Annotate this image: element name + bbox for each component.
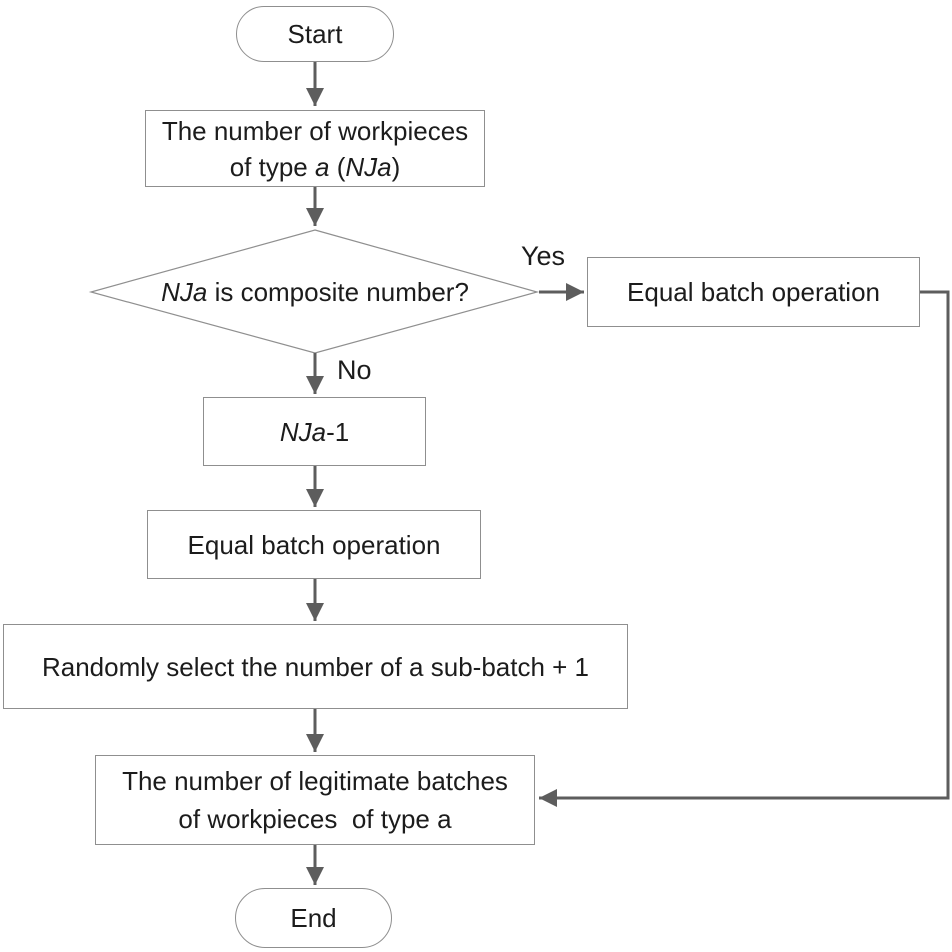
node-end-label: End (290, 903, 337, 933)
node-start: Start (236, 6, 394, 62)
node-random-select: Randomly select the number of a sub-batc… (3, 624, 628, 709)
node-equal-batch-right-label: Equal batch operation (627, 277, 880, 307)
node-legitimate-batches-line2: of workpieces of type a (178, 804, 452, 834)
node-workpieces-line2: of type a (NJa) (229, 151, 401, 182)
node-legitimate-batches: The number of legitimate batches of work… (95, 755, 535, 845)
node-workpieces-line1: The number of workpieces (161, 115, 469, 146)
edge-label-no: No (337, 355, 372, 385)
node-end: End (235, 888, 392, 948)
node-nja-minus-one: NJa-1 (203, 397, 426, 466)
node-legitimate-batches-line1: The number of legitimate batches (122, 766, 508, 796)
node-equal-batch-right: Equal batch operation (587, 257, 920, 327)
node-random-select-label: Randomly select the number of a sub-batc… (41, 651, 590, 682)
node-nja-minus-one-label: NJa-1 (279, 416, 350, 447)
node-workpieces: The number of workpieces of type a (NJa) (145, 110, 485, 187)
node-start-label: Start (287, 19, 343, 49)
edge-label-yes: Yes (521, 241, 566, 271)
node-decision: NJa is composite number? (115, 272, 515, 312)
connector-equal-batch-right-to-legitimate (539, 290, 950, 807)
node-equal-batch-mid: Equal batch operation (147, 510, 481, 579)
node-decision-label: NJa is composite number? (161, 277, 469, 307)
node-equal-batch-mid-label: Equal batch operation (187, 529, 441, 560)
